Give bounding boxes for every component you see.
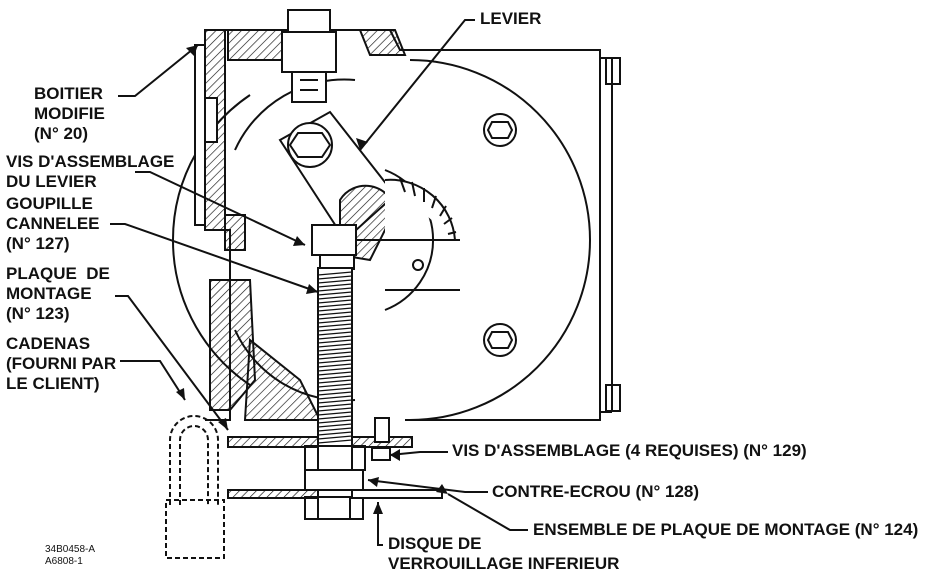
thread-line bbox=[317, 299, 353, 304]
thread-line bbox=[317, 307, 353, 312]
thread-line bbox=[317, 343, 353, 348]
thread-line bbox=[317, 295, 353, 300]
thread-line bbox=[317, 395, 353, 400]
face-bolts bbox=[412, 113, 517, 357]
label-cadenas: CADENAS (FOURNI PAR LE CLIENT) bbox=[6, 334, 117, 393]
thread-line bbox=[317, 291, 353, 296]
label-levier: LEVIER bbox=[480, 9, 542, 28]
thread-line bbox=[317, 439, 353, 444]
thread-line bbox=[317, 427, 353, 432]
arrowheads bbox=[176, 45, 448, 514]
thread-line bbox=[317, 363, 353, 368]
thread-line bbox=[317, 407, 353, 412]
lower-hardware bbox=[304, 445, 366, 520]
padlock bbox=[165, 415, 225, 559]
thread-line bbox=[317, 371, 353, 376]
thread-line bbox=[317, 383, 353, 388]
thread-line bbox=[317, 279, 353, 284]
thread-line bbox=[317, 339, 353, 344]
thread-line bbox=[317, 327, 353, 332]
label-ensemble: ENSEMBLE DE PLAQUE DE MONTAGE (N° 124) bbox=[533, 520, 919, 539]
thread-line bbox=[317, 359, 353, 364]
thread-line bbox=[317, 275, 353, 280]
thread-line bbox=[317, 271, 353, 276]
boitier-wall bbox=[194, 29, 322, 421]
mounting-plate bbox=[227, 417, 443, 499]
label-vis-levier: VIS D'ASSEMBLAGE DU LEVIER bbox=[6, 152, 175, 191]
top-section bbox=[227, 29, 407, 61]
thread-line bbox=[317, 435, 353, 440]
drawing-id-2: A6808-1 bbox=[45, 556, 83, 567]
thread-line bbox=[317, 283, 353, 288]
thread-line bbox=[317, 311, 353, 316]
thread-line bbox=[317, 351, 353, 356]
thread-line bbox=[317, 319, 353, 324]
thread-line bbox=[317, 287, 353, 292]
thread-line bbox=[317, 367, 353, 372]
thread-line bbox=[317, 303, 353, 308]
thread-line bbox=[317, 411, 353, 416]
thread-line bbox=[317, 391, 353, 396]
thread-line bbox=[317, 335, 353, 340]
thread-line bbox=[317, 415, 353, 420]
label-vis-assemblage: VIS D'ASSEMBLAGE (4 REQUISES) (N° 129) bbox=[452, 441, 807, 460]
top-bolt bbox=[281, 9, 337, 103]
thread-line bbox=[317, 419, 353, 424]
label-disque: DISQUE DE VERROUILLAGE INFERIEUR bbox=[388, 534, 620, 573]
thread-line bbox=[317, 331, 353, 336]
groove-pin bbox=[311, 224, 357, 270]
thread-line bbox=[317, 375, 353, 380]
scale-gauge bbox=[355, 169, 460, 311]
thread-line bbox=[317, 323, 353, 328]
thread-line bbox=[317, 431, 353, 436]
thread-line bbox=[317, 403, 353, 408]
rod-threads bbox=[317, 271, 353, 444]
thread-line bbox=[317, 399, 353, 404]
thread-line bbox=[317, 423, 353, 428]
thread-line bbox=[317, 347, 353, 352]
label-boitier: BOITIER MODIFIE (N° 20) bbox=[34, 84, 105, 143]
label-goupille: GOUPILLE CANNELEE (N° 127) bbox=[6, 194, 100, 253]
label-contre-ecrou: CONTRE-ECROU (N° 128) bbox=[492, 482, 700, 501]
leader-lines bbox=[110, 19, 528, 546]
thread-line bbox=[317, 355, 353, 360]
thread-line bbox=[317, 379, 353, 384]
drawing-id-1: 34B0458-A bbox=[45, 544, 96, 555]
thread-line bbox=[317, 387, 353, 392]
label-plaque: PLAQUE DE MONTAGE (N° 123) bbox=[6, 264, 110, 323]
thread-line bbox=[317, 315, 353, 320]
